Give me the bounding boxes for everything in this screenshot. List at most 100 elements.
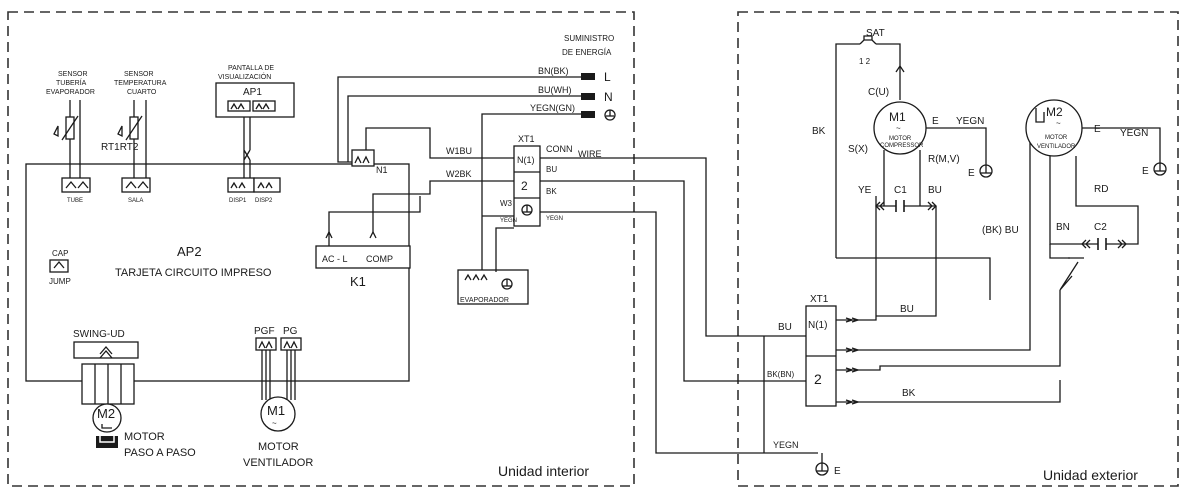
xt1-yegn-label: YEGN bbox=[546, 216, 563, 222]
comp-c-label: C(U) bbox=[868, 87, 889, 98]
comp-bu-label: BU bbox=[928, 185, 942, 196]
pg-connector-pins bbox=[258, 340, 298, 349]
indoor-fan-m1-label: M1 bbox=[267, 403, 285, 418]
xt1-bk-label: BK bbox=[546, 187, 557, 196]
relay-comp-label: COMP bbox=[366, 254, 393, 264]
sat-pins-label: 1 2 bbox=[859, 57, 871, 66]
wire-outdoor-bk bbox=[836, 380, 1061, 403]
outdoor-unit-label: Unidad exterior bbox=[1043, 467, 1138, 483]
outdoor-fan-earth-icon bbox=[1153, 158, 1167, 176]
wire-switch-feed bbox=[1049, 244, 1070, 259]
wire-bk-bu-bridge bbox=[836, 257, 991, 300]
sat-switch-icon bbox=[859, 35, 877, 45]
pgf-label: PGF bbox=[254, 326, 275, 337]
outdoor-bk-wire-label: BK bbox=[902, 388, 916, 399]
xt1-indoor-earth-icon bbox=[521, 204, 533, 216]
wire-sat-loop bbox=[835, 43, 901, 258]
board-ap2-outline bbox=[25, 163, 410, 382]
outdoor-yegn-label: YEGN bbox=[773, 440, 799, 450]
wire-outdoor-fan-bn bbox=[836, 290, 1061, 371]
wire-evaporator-ground bbox=[495, 227, 514, 272]
wire-w1bu bbox=[365, 127, 516, 159]
wire-w1bu-label: W1BU bbox=[446, 146, 472, 156]
wire-earth-supply bbox=[481, 113, 581, 272]
power-supply-title-1: SUMINISTRO bbox=[564, 34, 614, 43]
terminal-n-block bbox=[581, 93, 595, 100]
wire-outdoor-bu-to-c1 bbox=[876, 206, 937, 317]
wire-relay-acl bbox=[328, 196, 421, 232]
wire-l bbox=[337, 76, 581, 163]
xt1-outdoor-t2: 2 bbox=[814, 371, 822, 387]
outdoor-fan-tilde-icon: ~ bbox=[1056, 119, 1061, 128]
evaporator-label: EVAPORADOR bbox=[460, 297, 509, 304]
indoor-fan-label-1: MOTOR bbox=[258, 441, 299, 453]
disp2-connector bbox=[253, 177, 281, 193]
xt1-indoor-t2: 2 bbox=[521, 179, 528, 193]
display-connector-pins bbox=[230, 102, 270, 110]
n1-connector bbox=[351, 149, 375, 167]
terminal-l-label: L bbox=[604, 70, 611, 84]
stepper-motor-label-2: PASO A PASO bbox=[124, 447, 196, 459]
room-sensor-label-1: SENSOR bbox=[124, 71, 154, 78]
wire-bn-bk-label: BN(BK) bbox=[538, 66, 569, 76]
outdoor-fan-winding-icon bbox=[1035, 108, 1045, 123]
wire-label: WIRE bbox=[578, 149, 602, 159]
evaporator-earth-icon bbox=[501, 278, 513, 290]
outdoor-fan-bn-label: BN bbox=[1056, 222, 1070, 233]
compressor-label-2: COMPRESSOR bbox=[880, 143, 924, 149]
display-ap1-label: AP1 bbox=[243, 87, 262, 98]
outdoor-fan-c2-label: C2 bbox=[1094, 222, 1107, 233]
tube-label: TUBE bbox=[67, 198, 83, 204]
terminal-l-block bbox=[581, 73, 595, 80]
stepper-motor-step-icon bbox=[101, 424, 112, 429]
disp-connector-pins bbox=[230, 181, 273, 189]
display-label-2: VISUALIZACIÓN bbox=[218, 72, 271, 81]
relay-k1 bbox=[315, 245, 411, 269]
room-sensor-label-2: TEMPERATURA bbox=[114, 80, 167, 87]
c2-connector-marks bbox=[1081, 239, 1127, 249]
outdoor-switch-icon bbox=[1059, 257, 1084, 291]
pg-label: PG bbox=[283, 326, 298, 337]
outdoor-fan-earth-label: E bbox=[1142, 166, 1149, 177]
room-connector-pins bbox=[125, 180, 149, 189]
jump-connector-mark bbox=[53, 260, 65, 269]
terminal-n-label: N bbox=[604, 90, 613, 104]
indoor-fan-motor-m1 bbox=[260, 396, 296, 432]
rt1rt2-label: RT1RT2 bbox=[101, 142, 139, 153]
terminal-ground-block bbox=[581, 111, 595, 118]
comp-c1-label: C1 bbox=[894, 185, 907, 196]
pipe-sensor-label-1: SENSOR bbox=[58, 71, 88, 78]
outdoor-fan-rd-label: RD bbox=[1094, 184, 1108, 195]
outdoor-fan-e-label: E bbox=[1094, 124, 1101, 135]
stepper-motor-m2 bbox=[92, 403, 122, 433]
display-connector-2 bbox=[252, 100, 276, 112]
jump-label: JUMP bbox=[49, 277, 71, 286]
swing-ud-pins bbox=[99, 346, 113, 359]
pipe-sensor-label-2: TUBERÍA bbox=[56, 78, 87, 87]
wire-interconnect-n bbox=[540, 157, 812, 337]
display-connector-1 bbox=[227, 100, 251, 112]
supply-earth-icon bbox=[604, 109, 616, 121]
xt1-indoor-name: XT1 bbox=[518, 134, 535, 144]
xt1-outdoor-name: XT1 bbox=[810, 294, 829, 305]
swing-ud-connector bbox=[73, 341, 139, 359]
comp-bk-label: BK bbox=[812, 126, 826, 137]
compressor-yegn-label: YEGN bbox=[956, 116, 984, 127]
outdoor-fan-label-1: MOTOR bbox=[1045, 135, 1068, 141]
stepper-motor-label-1: MOTOR bbox=[124, 431, 165, 443]
w3-label: W3 bbox=[500, 199, 513, 208]
evaporator-pins bbox=[464, 273, 488, 281]
xt1-bu-label: BU bbox=[546, 165, 557, 174]
xt1-indoor-n1: N(1) bbox=[517, 155, 535, 165]
bk-bu-label: (BK) BU bbox=[982, 225, 1019, 236]
tube-connector-pins bbox=[65, 180, 89, 189]
compressor-earth-label: E bbox=[968, 168, 975, 179]
relay-acl-label: AC - L bbox=[322, 254, 348, 264]
wire-interconnect-2 bbox=[540, 180, 812, 382]
wire-n bbox=[347, 95, 581, 162]
jump-connector bbox=[49, 259, 69, 273]
wire-w2bk-label: W2BK bbox=[446, 169, 472, 179]
wire-interconnect-earth bbox=[540, 211, 818, 454]
room-sensor-thermistor-icon bbox=[117, 100, 147, 178]
